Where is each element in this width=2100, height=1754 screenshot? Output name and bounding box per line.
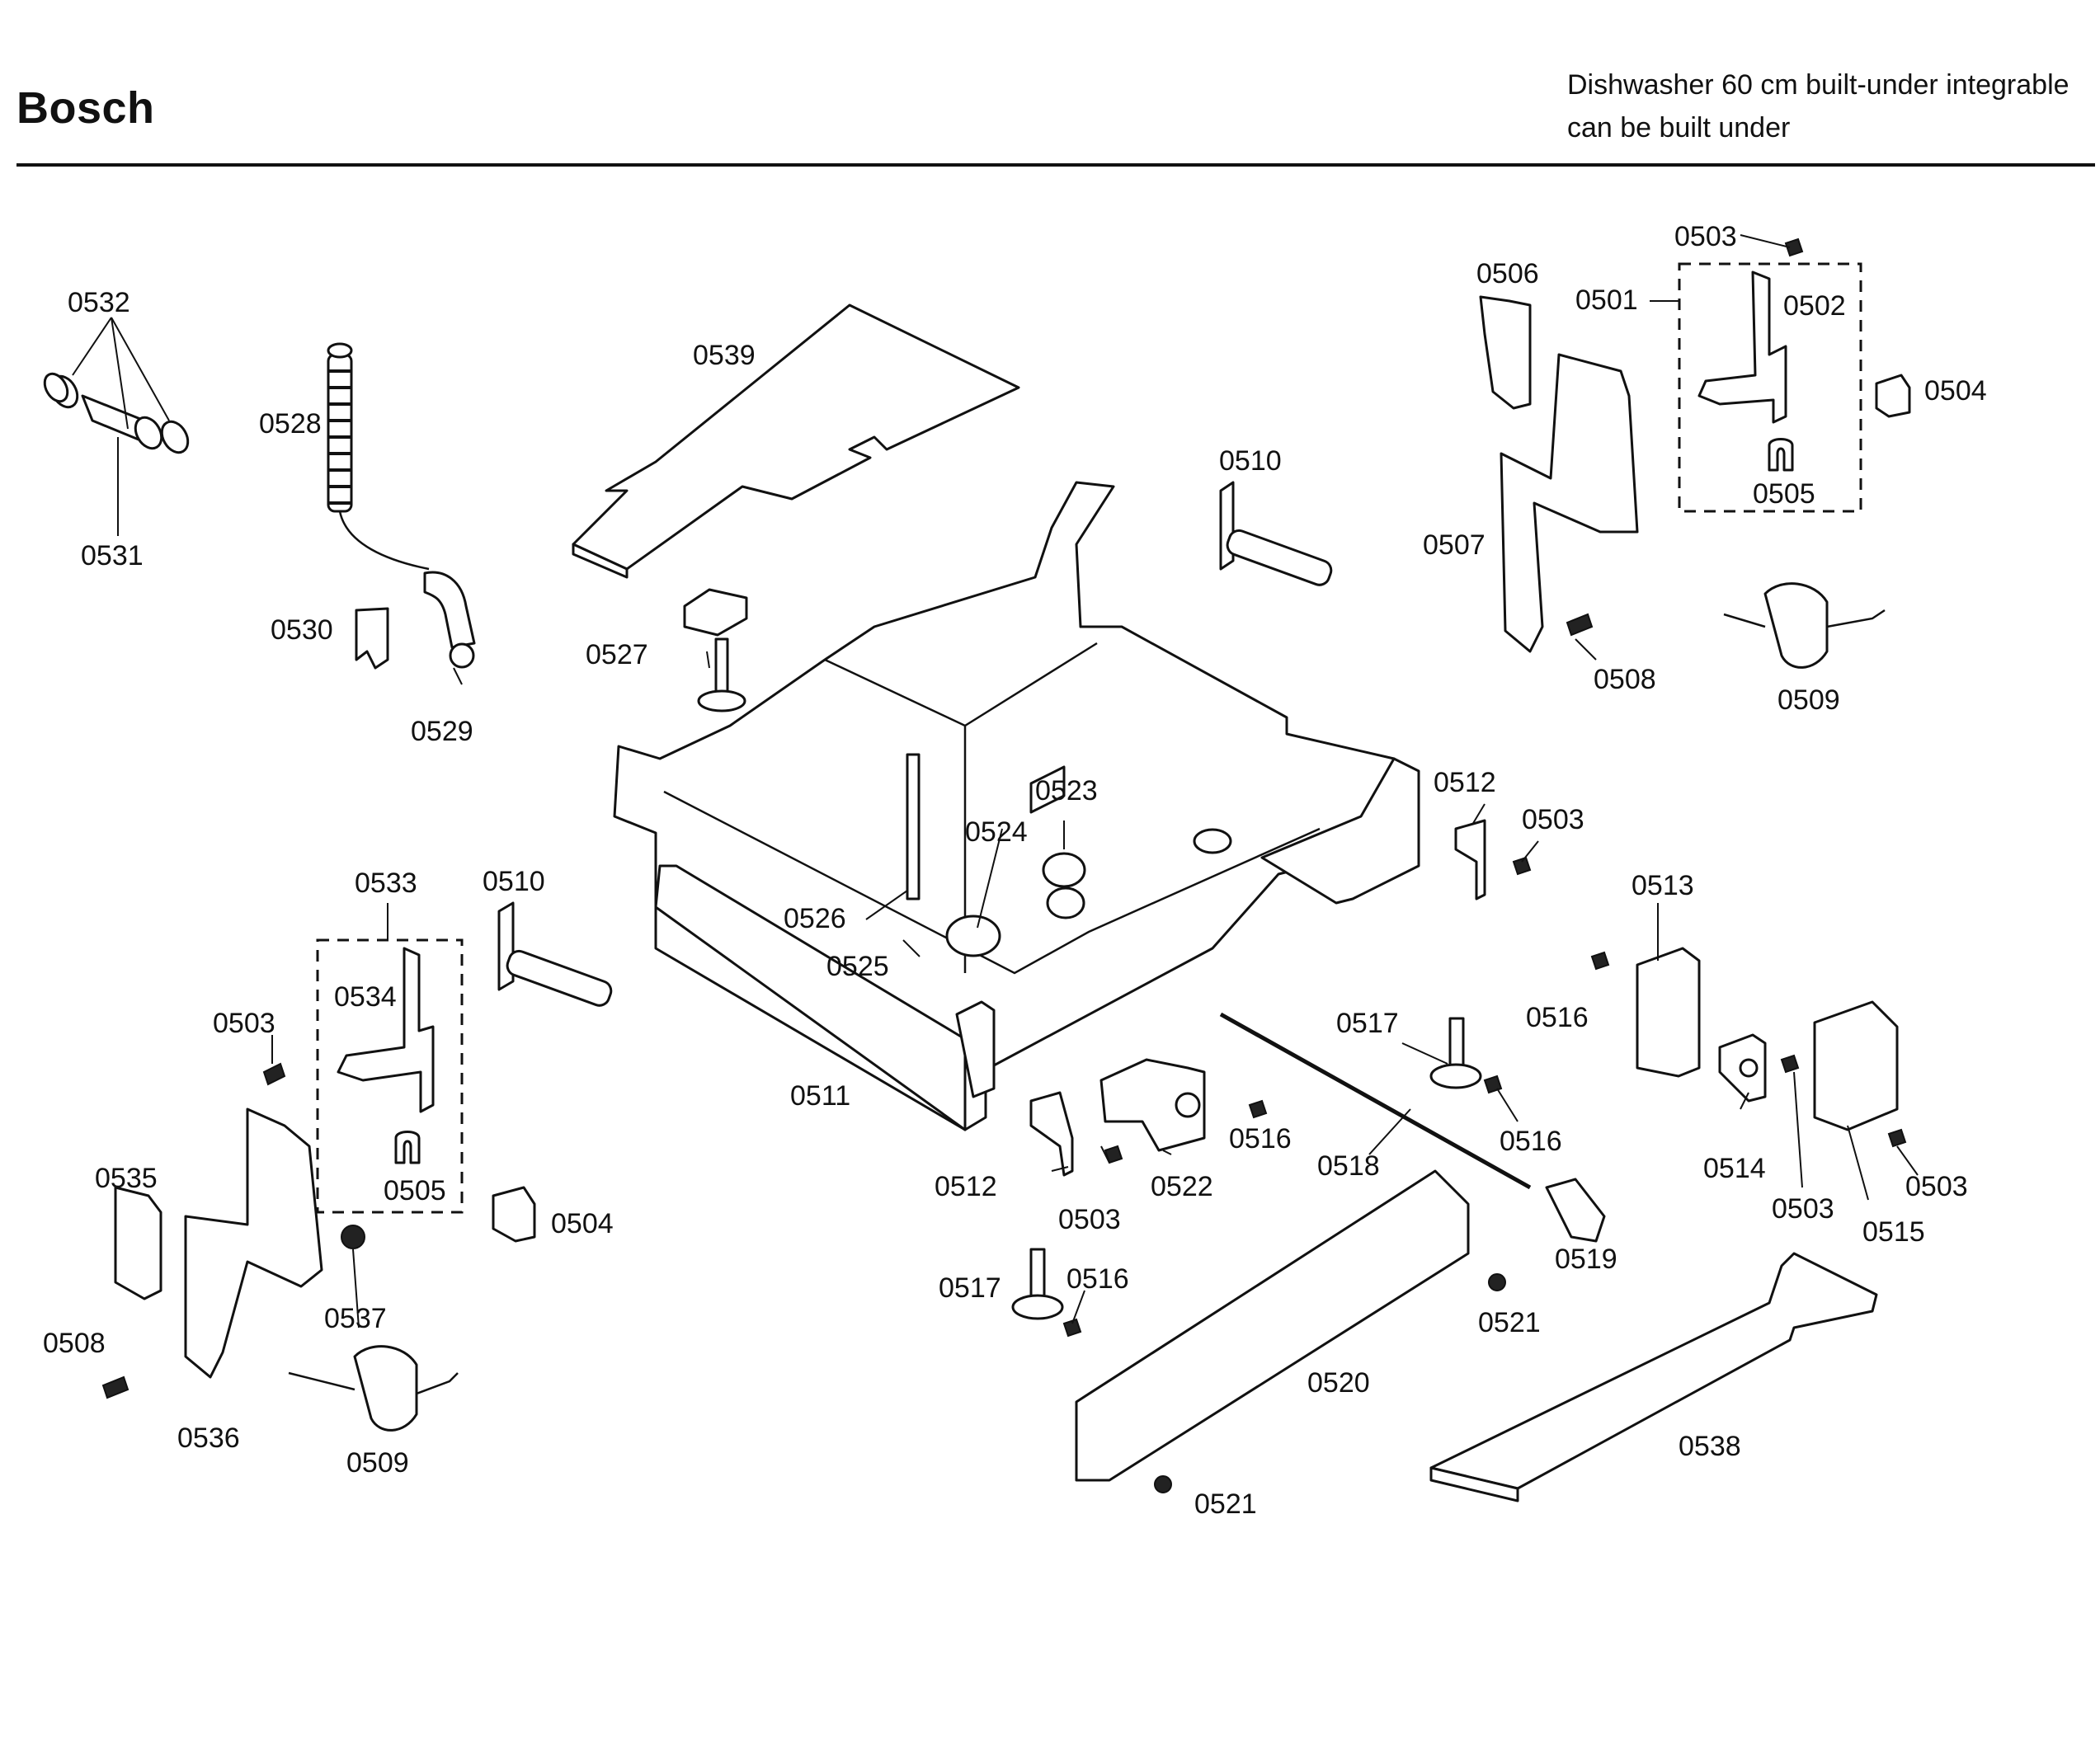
label-0537: 0537 [324,1303,387,1334]
part-0508-screw-right [1566,613,1594,637]
part-0517-adjustable-foot-right [1429,1017,1482,1089]
label-0539: 0539 [693,340,756,371]
part-0508-screw-left [101,1375,129,1399]
label-0518: 0518 [1317,1150,1380,1182]
label-0527: 0527 [586,639,648,670]
label-0514: 0514 [1703,1153,1766,1184]
header-divider [16,163,2095,167]
label-0504-right: 0504 [1924,375,1987,407]
label-0529: 0529 [411,716,473,747]
label-0516-center: 0516 [1229,1123,1292,1154]
part-0515-cover-box [1813,1000,1899,1131]
part-0504-bracket-right [1875,374,1911,418]
part-0528-drain-hose [327,342,476,669]
part-0512-bracket-center [1029,1091,1074,1177]
label-0523: 0523 [1035,775,1098,806]
label-0520: 0520 [1307,1367,1370,1399]
part-0536-side-bracket [184,1107,323,1379]
part-0538-bottom-plate [1429,1252,1878,1502]
label-0530: 0530 [271,614,333,646]
part-0509-hinge-right [1723,582,1886,669]
label-0505-right: 0505 [1753,478,1815,510]
part-0522-inlet-valve [1099,1058,1206,1152]
part-0514-bracket [1718,1033,1767,1103]
label-0510-left: 0510 [483,866,545,897]
label-0517-left: 0517 [939,1272,1001,1304]
part-0527-support [683,588,748,712]
part-0510-hinge-spring-right [1219,481,1333,586]
label-0506: 0506 [1476,258,1539,289]
label-0517-right: 0517 [1336,1008,1399,1039]
part-0539-top-plate [572,303,1020,579]
model-description: Dishwasher 60 cm built-under integrable [1567,69,2069,101]
part-0517-adjustable-foot-left [1011,1248,1064,1320]
part-0520-kick-plate [1075,1169,1470,1482]
label-0513: 0513 [1632,870,1694,901]
label-0525: 0525 [826,951,889,982]
label-0528: 0528 [259,408,322,440]
part-0512-bracket-right [1454,819,1486,901]
label-0511: 0511 [790,1080,850,1112]
part-0507-side-bracket [1500,353,1639,653]
part-0521-screw-right [1488,1273,1506,1291]
label-0503-bracket: 0503 [1772,1193,1834,1225]
part-labels: 0532 0531 0528 0530 0529 0539 0527 0510 … [43,221,1987,1520]
label-0535: 0535 [95,1163,158,1194]
label-0536: 0536 [177,1422,240,1454]
label-0538: 0538 [1679,1431,1741,1462]
part-0511-base-tub [613,481,1420,1131]
part-0518-rod [1219,1012,1532,1190]
label-0522: 0522 [1151,1171,1213,1202]
label-0515: 0515 [1862,1216,1925,1248]
label-0504-left: 0504 [551,1208,614,1239]
part-0504-bracket-left [492,1186,536,1243]
label-0507: 0507 [1423,529,1486,561]
label-0526: 0526 [784,903,846,934]
label-0521-left: 0521 [1194,1488,1257,1520]
label-0503-center: 0503 [1058,1204,1121,1235]
part-0535-cover [114,1186,162,1300]
label-0505-left: 0505 [384,1175,446,1206]
part-0533-hinge-assembly-left [316,938,464,1214]
label-0533: 0533 [355,868,417,899]
model-description-subtitle: can be built under [1567,112,1791,143]
part-0521-screw-left [1154,1475,1172,1493]
label-0512-right: 0512 [1434,767,1496,798]
label-0532: 0532 [68,287,130,318]
part-0501-hinge-assembly-right [1678,262,1862,513]
part-0530-hose-clip [355,607,389,670]
label-0501: 0501 [1575,284,1638,316]
label-0516-left: 0516 [1066,1263,1129,1295]
label-0512-center: 0512 [935,1171,997,1202]
label-0509-right: 0509 [1777,684,1840,716]
brand-name: Bosch [16,83,155,133]
part-0513-cover-panel [1636,947,1701,1078]
label-0508-right: 0508 [1594,664,1656,695]
label-0519: 0519 [1555,1244,1617,1275]
label-0516-mid: 0516 [1500,1126,1562,1157]
label-0503-top: 0503 [1674,221,1737,252]
leader-lines [72,234,1919,1328]
label-0503-far-right: 0503 [1905,1171,1968,1202]
label-0516-right: 0516 [1526,1002,1589,1033]
label-0503-right: 0503 [1522,804,1584,835]
part-0537-knob [341,1225,365,1249]
label-0508-left: 0508 [43,1328,106,1359]
label-0503-left: 0503 [213,1008,275,1039]
label-0509-left: 0509 [346,1447,409,1479]
part-0519-connector [1545,1178,1606,1243]
part-0506-cover [1479,295,1532,410]
part-small-screws [262,237,1907,1338]
label-0502: 0502 [1783,290,1846,322]
part-0509-hinge-left [288,1345,459,1432]
label-0524: 0524 [965,816,1028,848]
label-0510-right: 0510 [1219,445,1282,477]
label-0534: 0534 [334,981,397,1013]
label-0521-right: 0521 [1478,1307,1541,1338]
part-0510-hinge-spring-left [497,901,613,1007]
label-0531: 0531 [81,540,144,571]
part-0531-hose-connector [43,372,190,454]
